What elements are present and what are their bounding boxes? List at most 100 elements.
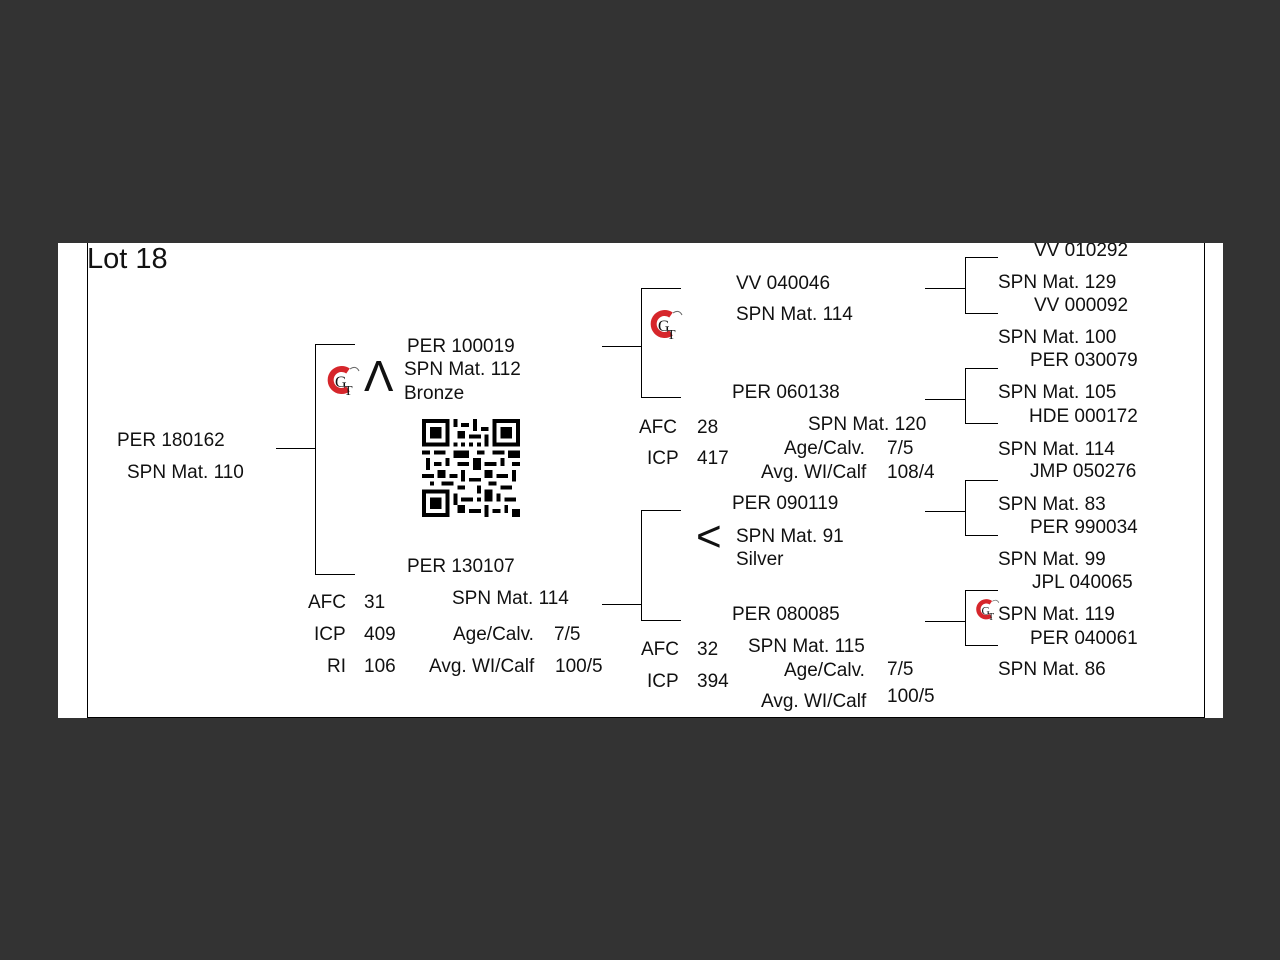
svg-text:T: T xyxy=(344,384,353,399)
sd-spn: SPN Mat. 120 xyxy=(808,414,927,435)
sire-medal: Bronze xyxy=(404,383,465,404)
gg2-bracket xyxy=(965,368,966,424)
svg-text:G: G xyxy=(982,605,990,617)
dam-agecalv-value: 7/5 xyxy=(554,624,581,645)
sd-afc-label: AFC xyxy=(639,417,677,438)
svg-text:G: G xyxy=(658,318,670,335)
sd-connector xyxy=(641,397,681,398)
dd-reg: PER 080085 xyxy=(732,604,840,625)
gg3-connector xyxy=(925,511,965,512)
dd-icp-label: ICP xyxy=(647,671,679,692)
parents-bracket xyxy=(315,344,316,575)
dd-avgwi-label: Avg. WI/Calf xyxy=(761,691,867,712)
dam-afc-value: 31 xyxy=(364,592,386,613)
svg-text:T: T xyxy=(988,612,994,623)
gg-reg: PER 030079 xyxy=(1030,350,1138,371)
gg3-top-tick xyxy=(965,480,998,481)
dd-afc-label: AFC xyxy=(641,639,679,660)
gg-spn: SPN Mat. 86 xyxy=(998,659,1106,680)
sd-icp-label: ICP xyxy=(647,448,679,469)
dd-icp-value: 394 xyxy=(697,671,729,692)
svg-text:T: T xyxy=(667,328,676,343)
sd-avgwi-label: Avg. WI/Calf xyxy=(761,462,867,483)
gg4-connector xyxy=(925,621,965,622)
gg3-bracket xyxy=(965,480,966,536)
sd-agecalv-value: 7/5 xyxy=(887,438,914,459)
gt-logo-icon: G T xyxy=(650,310,683,343)
gg-reg: VV 010292 xyxy=(1034,243,1129,261)
dam-side-bracket xyxy=(641,510,642,621)
pedigree-sheet: Lot 18 PER 180162 SPN Mat. 110 G T Λ PER… xyxy=(58,243,1223,718)
sire-side-bracket xyxy=(641,288,642,398)
gg-spn: SPN Mat. 83 xyxy=(998,494,1106,515)
ss-spn: SPN Mat. 114 xyxy=(736,304,853,325)
gt-logo-icon: G T xyxy=(976,599,1000,623)
dam-reg: PER 130107 xyxy=(407,556,515,577)
subject-connector xyxy=(276,448,316,449)
ds-medal: Silver xyxy=(736,549,784,570)
dd-afc-value: 32 xyxy=(697,639,719,660)
lot-title: Lot 18 xyxy=(87,243,168,275)
ds-reg: PER 090119 xyxy=(732,493,839,514)
gg3-bottom-tick xyxy=(965,535,998,536)
gg-reg: HDE 000172 xyxy=(1029,406,1138,427)
gg-spn: SPN Mat. 99 xyxy=(998,549,1106,570)
gg-reg: JMP 050276 xyxy=(1030,461,1137,482)
dd-agecalv-value: 7/5 xyxy=(887,659,914,680)
dam-icp-label: ICP xyxy=(314,624,346,645)
gg-reg: PER 040061 xyxy=(1030,628,1138,649)
sd-icp-value: 417 xyxy=(697,448,729,469)
gg1-connector xyxy=(925,288,965,289)
sire-side-connector xyxy=(602,346,642,347)
dam-spn: SPN Mat. 114 xyxy=(452,588,569,609)
sire-mark: Λ xyxy=(364,352,394,401)
ds-spn: SPN Mat. 91 xyxy=(736,526,844,547)
sheet-left-border xyxy=(87,243,88,718)
gg2-top-tick xyxy=(965,368,998,369)
dam-icp-value: 409 xyxy=(364,624,396,645)
gg-reg: PER 990034 xyxy=(1030,517,1138,538)
gg2-connector xyxy=(925,399,965,400)
gg-spn: SPN Mat. 114 xyxy=(998,439,1115,460)
ds-mark: < xyxy=(696,512,722,561)
dam-agecalv-label: Age/Calv. xyxy=(453,624,534,645)
gg2-bottom-tick xyxy=(965,423,998,424)
dam-avgwi-value: 100/5 xyxy=(555,656,603,677)
sd-agecalv-label: Age/Calv. xyxy=(784,438,865,459)
sire-connector xyxy=(315,344,355,345)
sheet-right-border xyxy=(1204,243,1205,718)
gg4-top-tick xyxy=(965,590,998,591)
subject-reg: PER 180162 xyxy=(117,430,225,451)
sheet-bottom-border xyxy=(87,717,1205,718)
sd-afc-value: 28 xyxy=(697,417,719,438)
gg-spn: SPN Mat. 119 xyxy=(998,604,1115,625)
gg-spn: SPN Mat. 129 xyxy=(998,272,1117,293)
dam-afc-label: AFC xyxy=(308,592,346,613)
gg-spn: SPN Mat. 105 xyxy=(998,382,1117,403)
dam-ri-label: RI xyxy=(327,656,346,677)
gg-reg: VV 000092 xyxy=(1034,295,1129,316)
dam-side-connector xyxy=(602,604,642,605)
sire-reg: PER 100019 xyxy=(407,336,515,357)
qr-code-icon xyxy=(422,419,520,517)
sire-spn: SPN Mat. 112 xyxy=(404,359,521,380)
gt-logo-icon: G T xyxy=(327,366,360,399)
ss-reg: VV 040046 xyxy=(736,273,831,294)
gg1-bracket xyxy=(965,257,966,314)
gg-spn: SPN Mat. 100 xyxy=(998,327,1117,348)
ds-connector xyxy=(641,510,681,511)
dd-agecalv-label: Age/Calv. xyxy=(784,660,865,681)
sd-avgwi-value: 108/4 xyxy=(887,462,935,483)
ss-connector xyxy=(641,288,681,289)
gg-reg: JPL 040065 xyxy=(1032,572,1133,593)
sd-reg: PER 060138 xyxy=(732,382,840,403)
dam-avgwi-label: Avg. WI/Calf xyxy=(429,656,535,677)
gg1-bottom-tick xyxy=(965,313,998,314)
dd-avgwi-value: 100/5 xyxy=(887,686,935,707)
dam-connector xyxy=(315,574,355,575)
subject-spn: SPN Mat. 110 xyxy=(127,462,244,483)
dd-connector xyxy=(641,620,681,621)
dd-spn: SPN Mat. 115 xyxy=(748,636,865,657)
svg-text:G: G xyxy=(335,374,347,391)
gg4-bottom-tick xyxy=(965,645,998,646)
